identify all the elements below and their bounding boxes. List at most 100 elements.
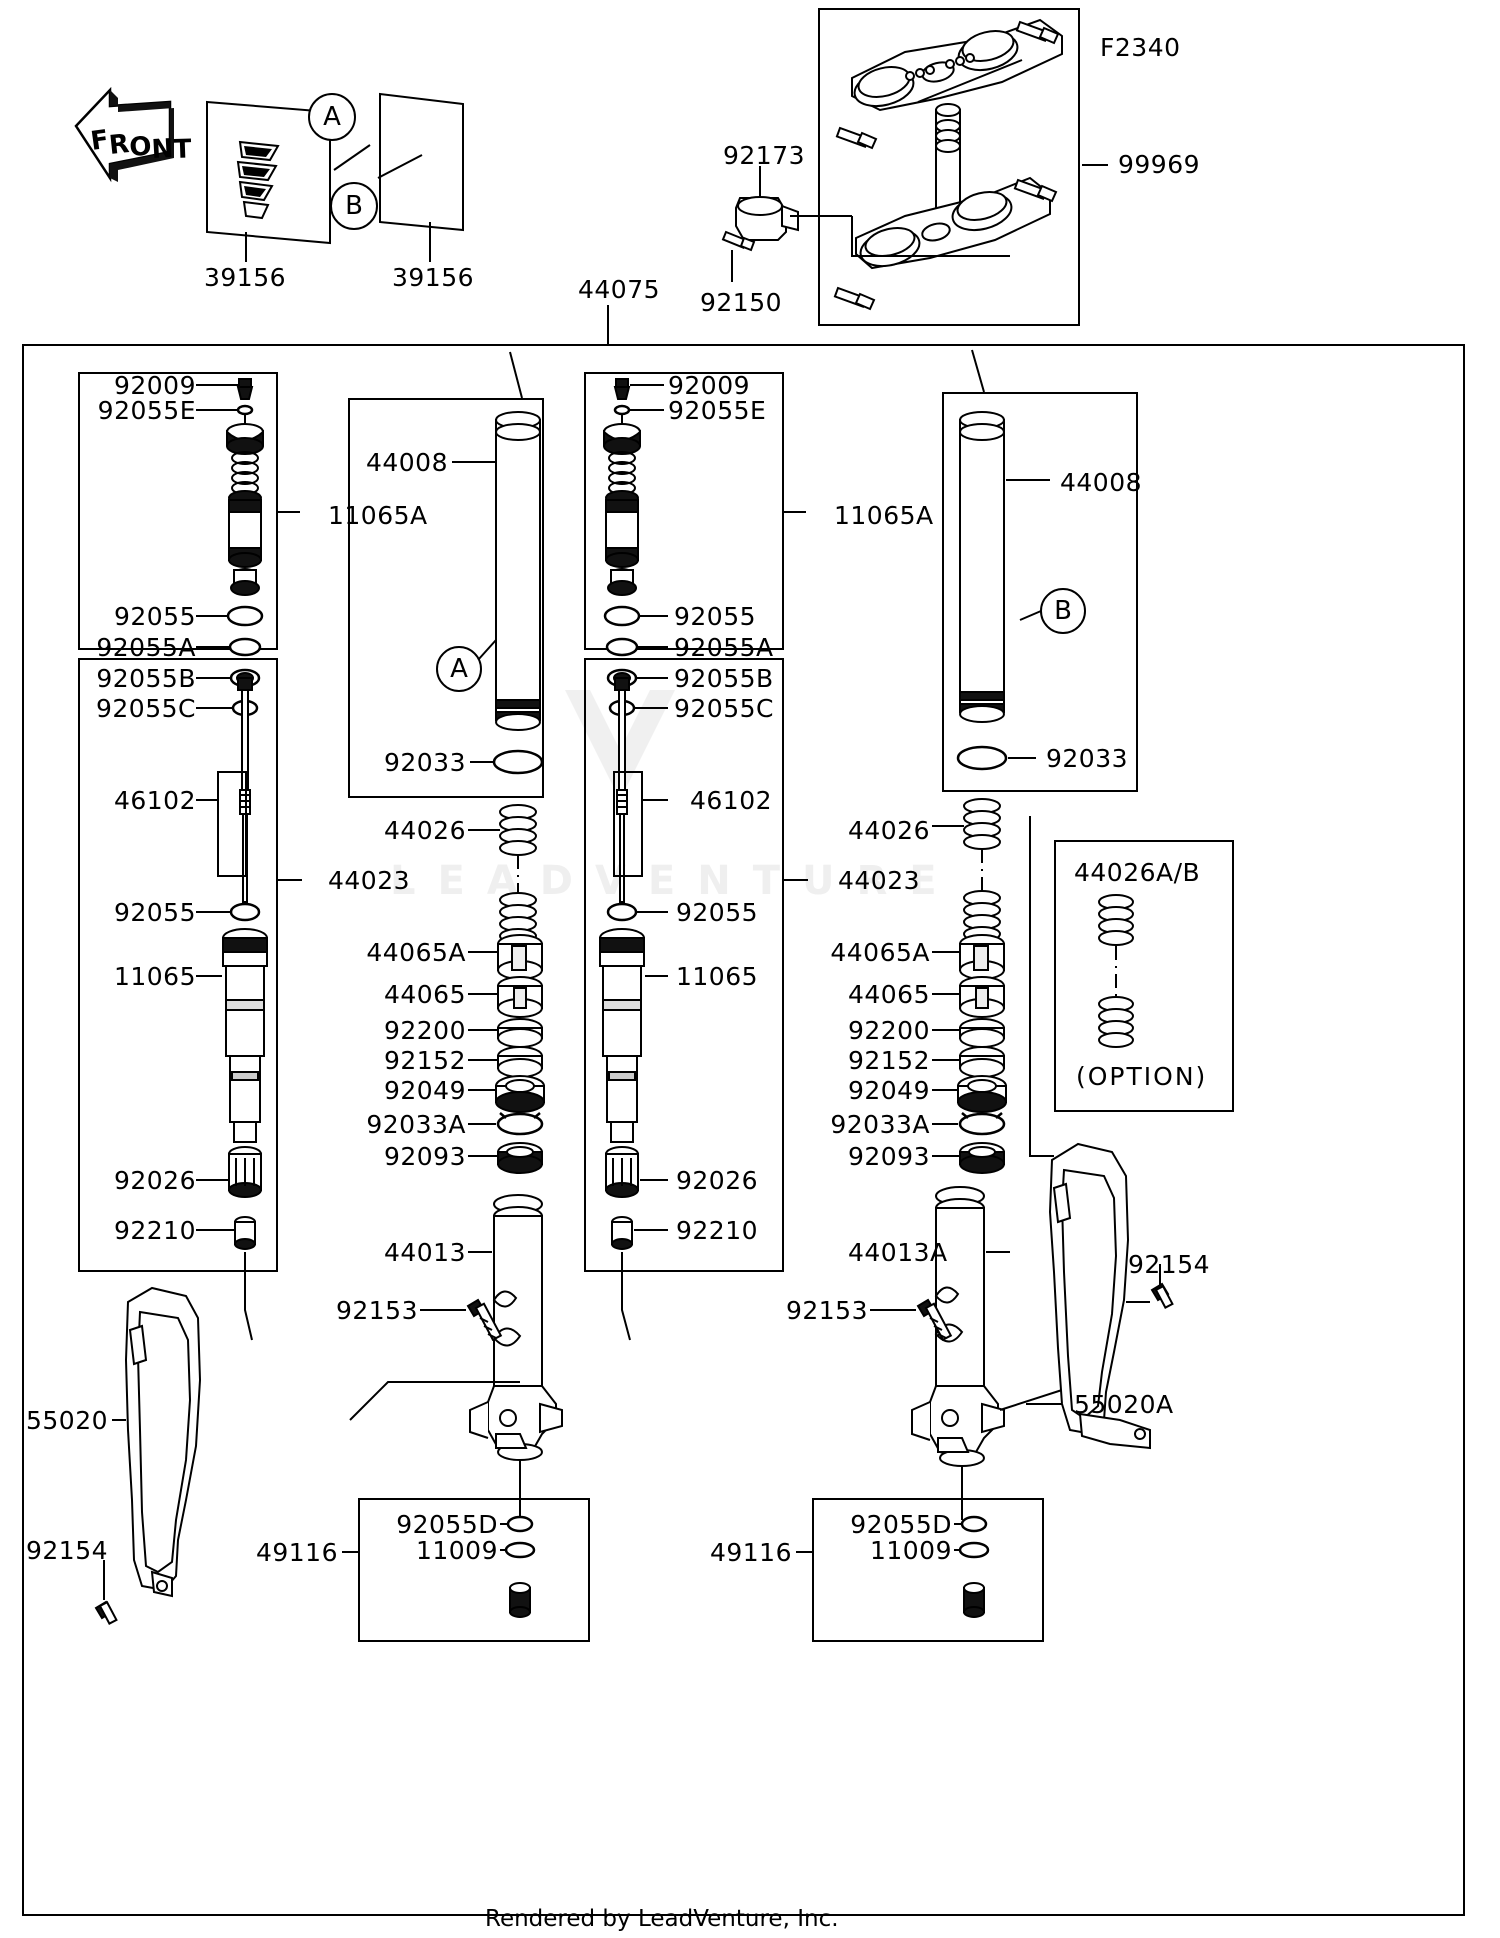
svg-text:R: R — [108, 129, 131, 161]
part-11065-left[interactable]: 11065 — [113, 962, 196, 991]
part-55020-left[interactable]: 55020 — [26, 1406, 109, 1435]
part-92055A-center[interactable]: 92055A — [674, 633, 774, 662]
part-44065-center[interactable]: 44065 — [383, 980, 466, 1009]
part-49116-left[interactable]: 49116 — [255, 1538, 338, 1567]
part-92055B-left[interactable]: 92055B — [96, 664, 196, 693]
part-92055-left-rod[interactable]: 92055 — [113, 898, 196, 927]
part-39156-left[interactable]: 39156 — [204, 263, 287, 292]
part-92033A-right[interactable]: 92033A — [830, 1110, 930, 1139]
svg-text:F: F — [89, 125, 111, 157]
part-11009-right[interactable]: 11009 — [869, 1536, 952, 1565]
left-rod-box — [78, 658, 278, 1272]
part-92055B-center[interactable]: 92055B — [674, 664, 774, 693]
part-92049-center[interactable]: 92049 — [383, 1076, 466, 1105]
part-92055D-left[interactable]: 92055D — [396, 1510, 498, 1539]
fork-assembly-box — [22, 344, 1465, 1916]
part-44008-right[interactable]: 44008 — [1060, 468, 1143, 497]
svg-text:N: N — [151, 134, 174, 165]
callout-b-tube: B — [1040, 588, 1086, 634]
part-44065-right[interactable]: 44065 — [847, 980, 930, 1009]
part-92210-center[interactable]: 92210 — [676, 1216, 759, 1245]
part-55020A-right[interactable]: 55020A — [1074, 1390, 1174, 1419]
part-92173[interactable]: 92173 — [723, 141, 806, 170]
part-92049-right[interactable]: 92049 — [847, 1076, 930, 1105]
part-11009-left[interactable]: 11009 — [415, 1536, 498, 1565]
part-92153-right[interactable]: 92153 — [785, 1296, 868, 1325]
part-11065A-center[interactable]: 11065A — [834, 501, 934, 530]
inner-tube-box-b — [942, 392, 1138, 792]
part-92033-center[interactable]: 92033 — [383, 748, 466, 777]
part-92152-center[interactable]: 92152 — [383, 1046, 466, 1075]
option-spring-box — [1054, 840, 1234, 1112]
part-46102-center[interactable]: 46102 — [690, 786, 773, 815]
part-44075[interactable]: 44075 — [578, 275, 661, 304]
center-rod-box — [584, 658, 784, 1272]
part-11065-center[interactable]: 11065 — [676, 962, 759, 991]
part-44008-center[interactable]: 44008 — [365, 448, 448, 477]
inner-tube-box-a — [348, 398, 544, 798]
part-44026-right[interactable]: 44026 — [847, 816, 930, 845]
part-92200-right[interactable]: 92200 — [847, 1016, 930, 1045]
part-92055-left[interactable]: 92055 — [113, 602, 196, 631]
part-44023-left[interactable]: 44023 — [328, 866, 411, 895]
left-cartridge-box — [78, 372, 278, 650]
part-92153-center[interactable]: 92153 — [335, 1296, 418, 1325]
part-92093-center[interactable]: 92093 — [383, 1142, 466, 1171]
part-44065A-right[interactable]: 44065A — [830, 938, 930, 967]
part-92055C-left[interactable]: 92055C — [96, 694, 196, 723]
part-92026-left[interactable]: 92026 — [113, 1166, 196, 1195]
footer-credit: Rendered by LeadVenture, Inc. — [485, 1906, 839, 1932]
part-92055A-left[interactable]: 92055A — [96, 633, 196, 662]
part-44013-center[interactable]: 44013 — [383, 1238, 466, 1267]
part-99969[interactable]: 99969 — [1118, 150, 1201, 179]
part-92055D-right[interactable]: 92055D — [850, 1510, 952, 1539]
part-92026-center[interactable]: 92026 — [676, 1166, 759, 1195]
part-44013A-right[interactable]: 44013A — [848, 1238, 948, 1267]
part-92033-right[interactable]: 92033 — [1046, 744, 1129, 773]
callout-a-decal: A — [308, 93, 356, 141]
part-44026-center[interactable]: 44026 — [383, 816, 466, 845]
callout-a-tube: A — [436, 646, 482, 692]
svg-text:O: O — [128, 132, 152, 163]
part-44026AB-option[interactable]: 44026A/B — [1074, 858, 1201, 887]
part-46102-left[interactable]: 46102 — [113, 786, 196, 815]
part-92009-left[interactable]: 92009 — [113, 371, 196, 400]
part-11065A-left[interactable]: 11065A — [328, 501, 428, 530]
part-92152-right[interactable]: 92152 — [847, 1046, 930, 1075]
part-92055E-left[interactable]: 92055E — [97, 396, 196, 425]
part-39156-right[interactable]: 39156 — [392, 263, 475, 292]
part-92055C-center[interactable]: 92055C — [674, 694, 774, 723]
part-92154-right[interactable]: 92154 — [1128, 1250, 1211, 1279]
part-92009-center[interactable]: 92009 — [668, 371, 751, 400]
part-92210-left[interactable]: 92210 — [113, 1216, 196, 1245]
part-92150[interactable]: 92150 — [700, 288, 783, 317]
part-44065A-center[interactable]: 44065A — [366, 938, 466, 967]
part-44023-center[interactable]: 44023 — [838, 866, 921, 895]
diagram-code: F2340 — [1100, 33, 1181, 62]
part-92055-center[interactable]: 92055 — [674, 602, 757, 631]
part-92154-left[interactable]: 92154 — [26, 1536, 109, 1565]
part-92055E-center[interactable]: 92055E — [668, 396, 767, 425]
part-92200-center[interactable]: 92200 — [383, 1016, 466, 1045]
part-92033A-center[interactable]: 92033A — [366, 1110, 466, 1139]
part-92093-right[interactable]: 92093 — [847, 1142, 930, 1171]
part-49116-right[interactable]: 49116 — [709, 1538, 792, 1567]
right-drain-box — [812, 1498, 1044, 1642]
part-92055-center-rod[interactable]: 92055 — [676, 898, 759, 927]
